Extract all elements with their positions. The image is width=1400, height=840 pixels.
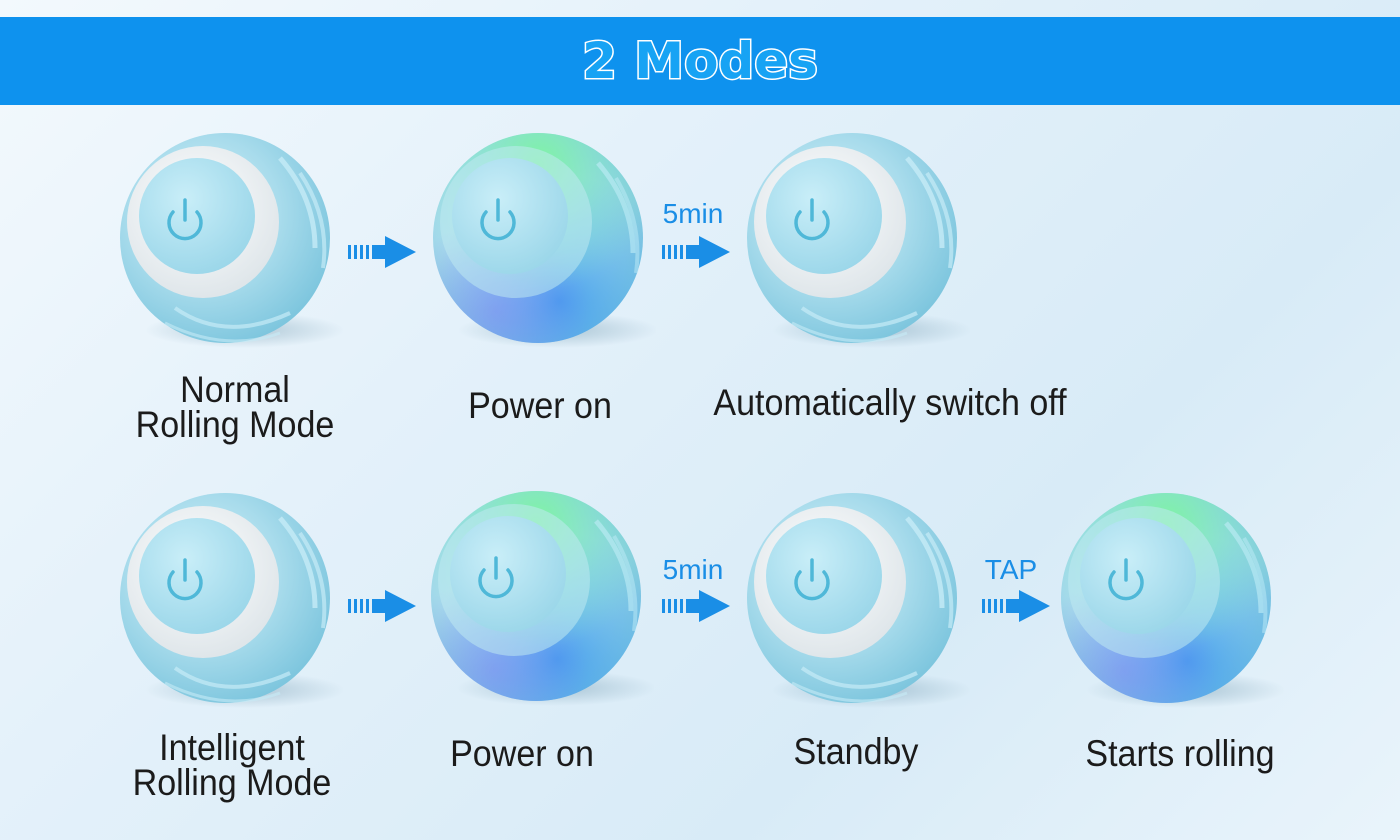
transition-label-tap: TAP	[984, 554, 1038, 585]
label-intelligent-rolling-mode: Intelligent Rolling Mode	[132, 727, 332, 803]
transition-label-5min: 5min	[662, 198, 724, 229]
label-normal-rolling-mode: Normal Rolling Mode	[135, 369, 335, 445]
label-power-on: Power on	[450, 733, 594, 774]
ball-normal-switch-off	[742, 128, 970, 356]
label-standby: Standby	[793, 731, 919, 772]
ball-intelligent-off	[115, 488, 343, 716]
ball-intelligent-power-on	[426, 486, 654, 714]
header-banner: 2 Modes	[0, 17, 1400, 105]
page-title: 2 Modes	[581, 31, 820, 92]
arrow-right-icon	[982, 590, 1050, 622]
ball-intelligent-standby	[742, 488, 970, 716]
label-power-on: Power on	[468, 385, 612, 426]
ball-normal-power-on	[428, 128, 656, 356]
arrow-right-icon	[662, 236, 730, 268]
arrow-right-icon	[662, 590, 730, 622]
ball-normal-off	[115, 128, 343, 356]
label-automatically-switch-off: Automatically switch off	[713, 382, 1067, 423]
transition-label-5min: 5min	[662, 554, 724, 585]
label-starts-rolling: Starts rolling	[1085, 733, 1275, 774]
ball-intelligent-starts-rolling	[1056, 488, 1284, 716]
arrow-right-icon	[348, 590, 416, 622]
arrow-right-icon	[348, 236, 416, 268]
